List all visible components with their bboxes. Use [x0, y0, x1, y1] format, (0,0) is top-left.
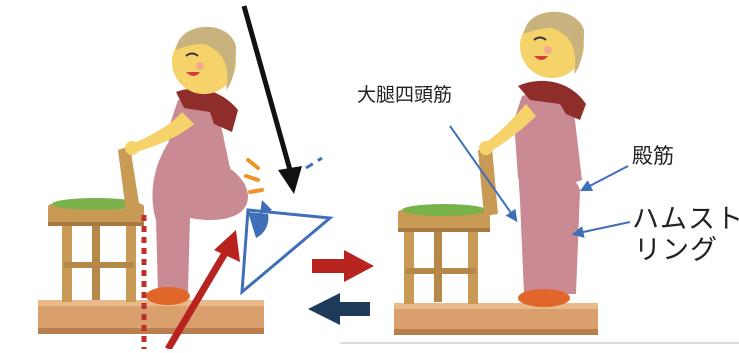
figure-squatting [125, 26, 249, 305]
red-up-arrow [164, 230, 240, 351]
motion-accent-marks [244, 158, 264, 194]
black-down-arrow [241, 5, 302, 194]
muscle-pointer-lines [449, 125, 631, 238]
figure-standing [479, 11, 586, 307]
navy-left-arrow [308, 293, 370, 325]
label-gluteus: 殿筋 [632, 144, 674, 168]
right-scene [340, 11, 739, 344]
floor-board-left [38, 300, 264, 334]
label-hamstrings-line2: リング [634, 235, 718, 266]
label-quadriceps: 大腿四頭筋 [357, 84, 453, 106]
angle-triangle [240, 200, 334, 296]
red-right-arrow [312, 250, 374, 282]
chair-left [48, 146, 144, 302]
floor-board-right [394, 303, 598, 335]
transition-arrows [308, 250, 374, 325]
label-hamstrings-line1: ハムスト [632, 204, 739, 235]
left-scene [38, 5, 334, 351]
chair-right [398, 148, 498, 304]
blue-dash-mark [305, 156, 323, 170]
